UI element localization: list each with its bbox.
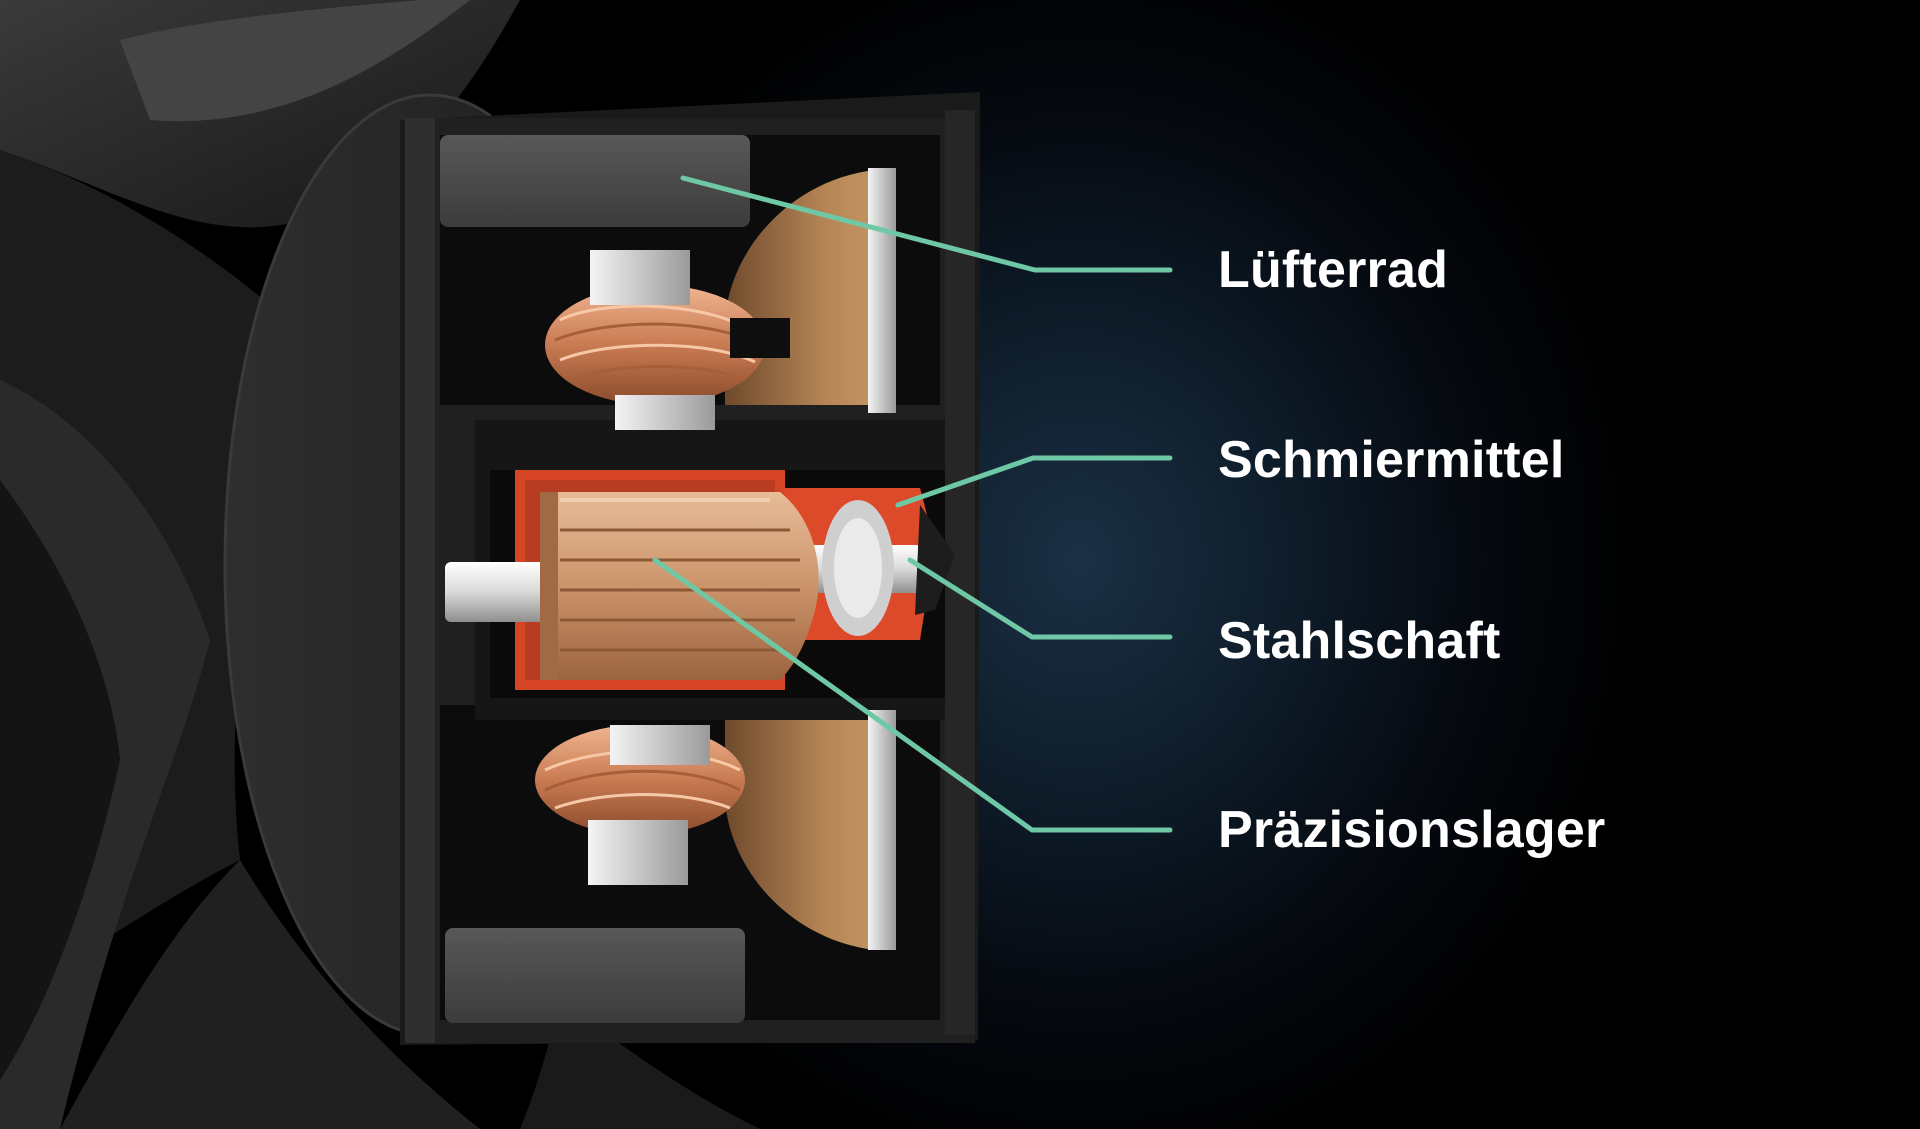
label-precision-bearing: Präzisionslager	[1218, 801, 1606, 859]
steel-shaft	[445, 500, 955, 636]
bottom-magnet-pad	[445, 928, 745, 1023]
fan-blades	[0, 0, 760, 1129]
top-magnet-pad	[440, 135, 750, 227]
callout-lines	[652, 175, 1173, 833]
callout-line-lubricant	[895, 455, 1173, 508]
bottom-coil	[535, 725, 745, 885]
top-coil	[545, 250, 790, 430]
label-impeller: Lüfterrad	[1218, 241, 1449, 299]
callout-line-impeller	[680, 175, 1173, 273]
label-steel-shaft: Stahlschaft	[1218, 612, 1501, 670]
callout-line-shaft	[907, 557, 1173, 640]
label-lubricant: Schmiermittel	[1218, 431, 1565, 489]
callout-line-bearing	[652, 557, 1173, 833]
rotor-armature	[540, 492, 819, 680]
